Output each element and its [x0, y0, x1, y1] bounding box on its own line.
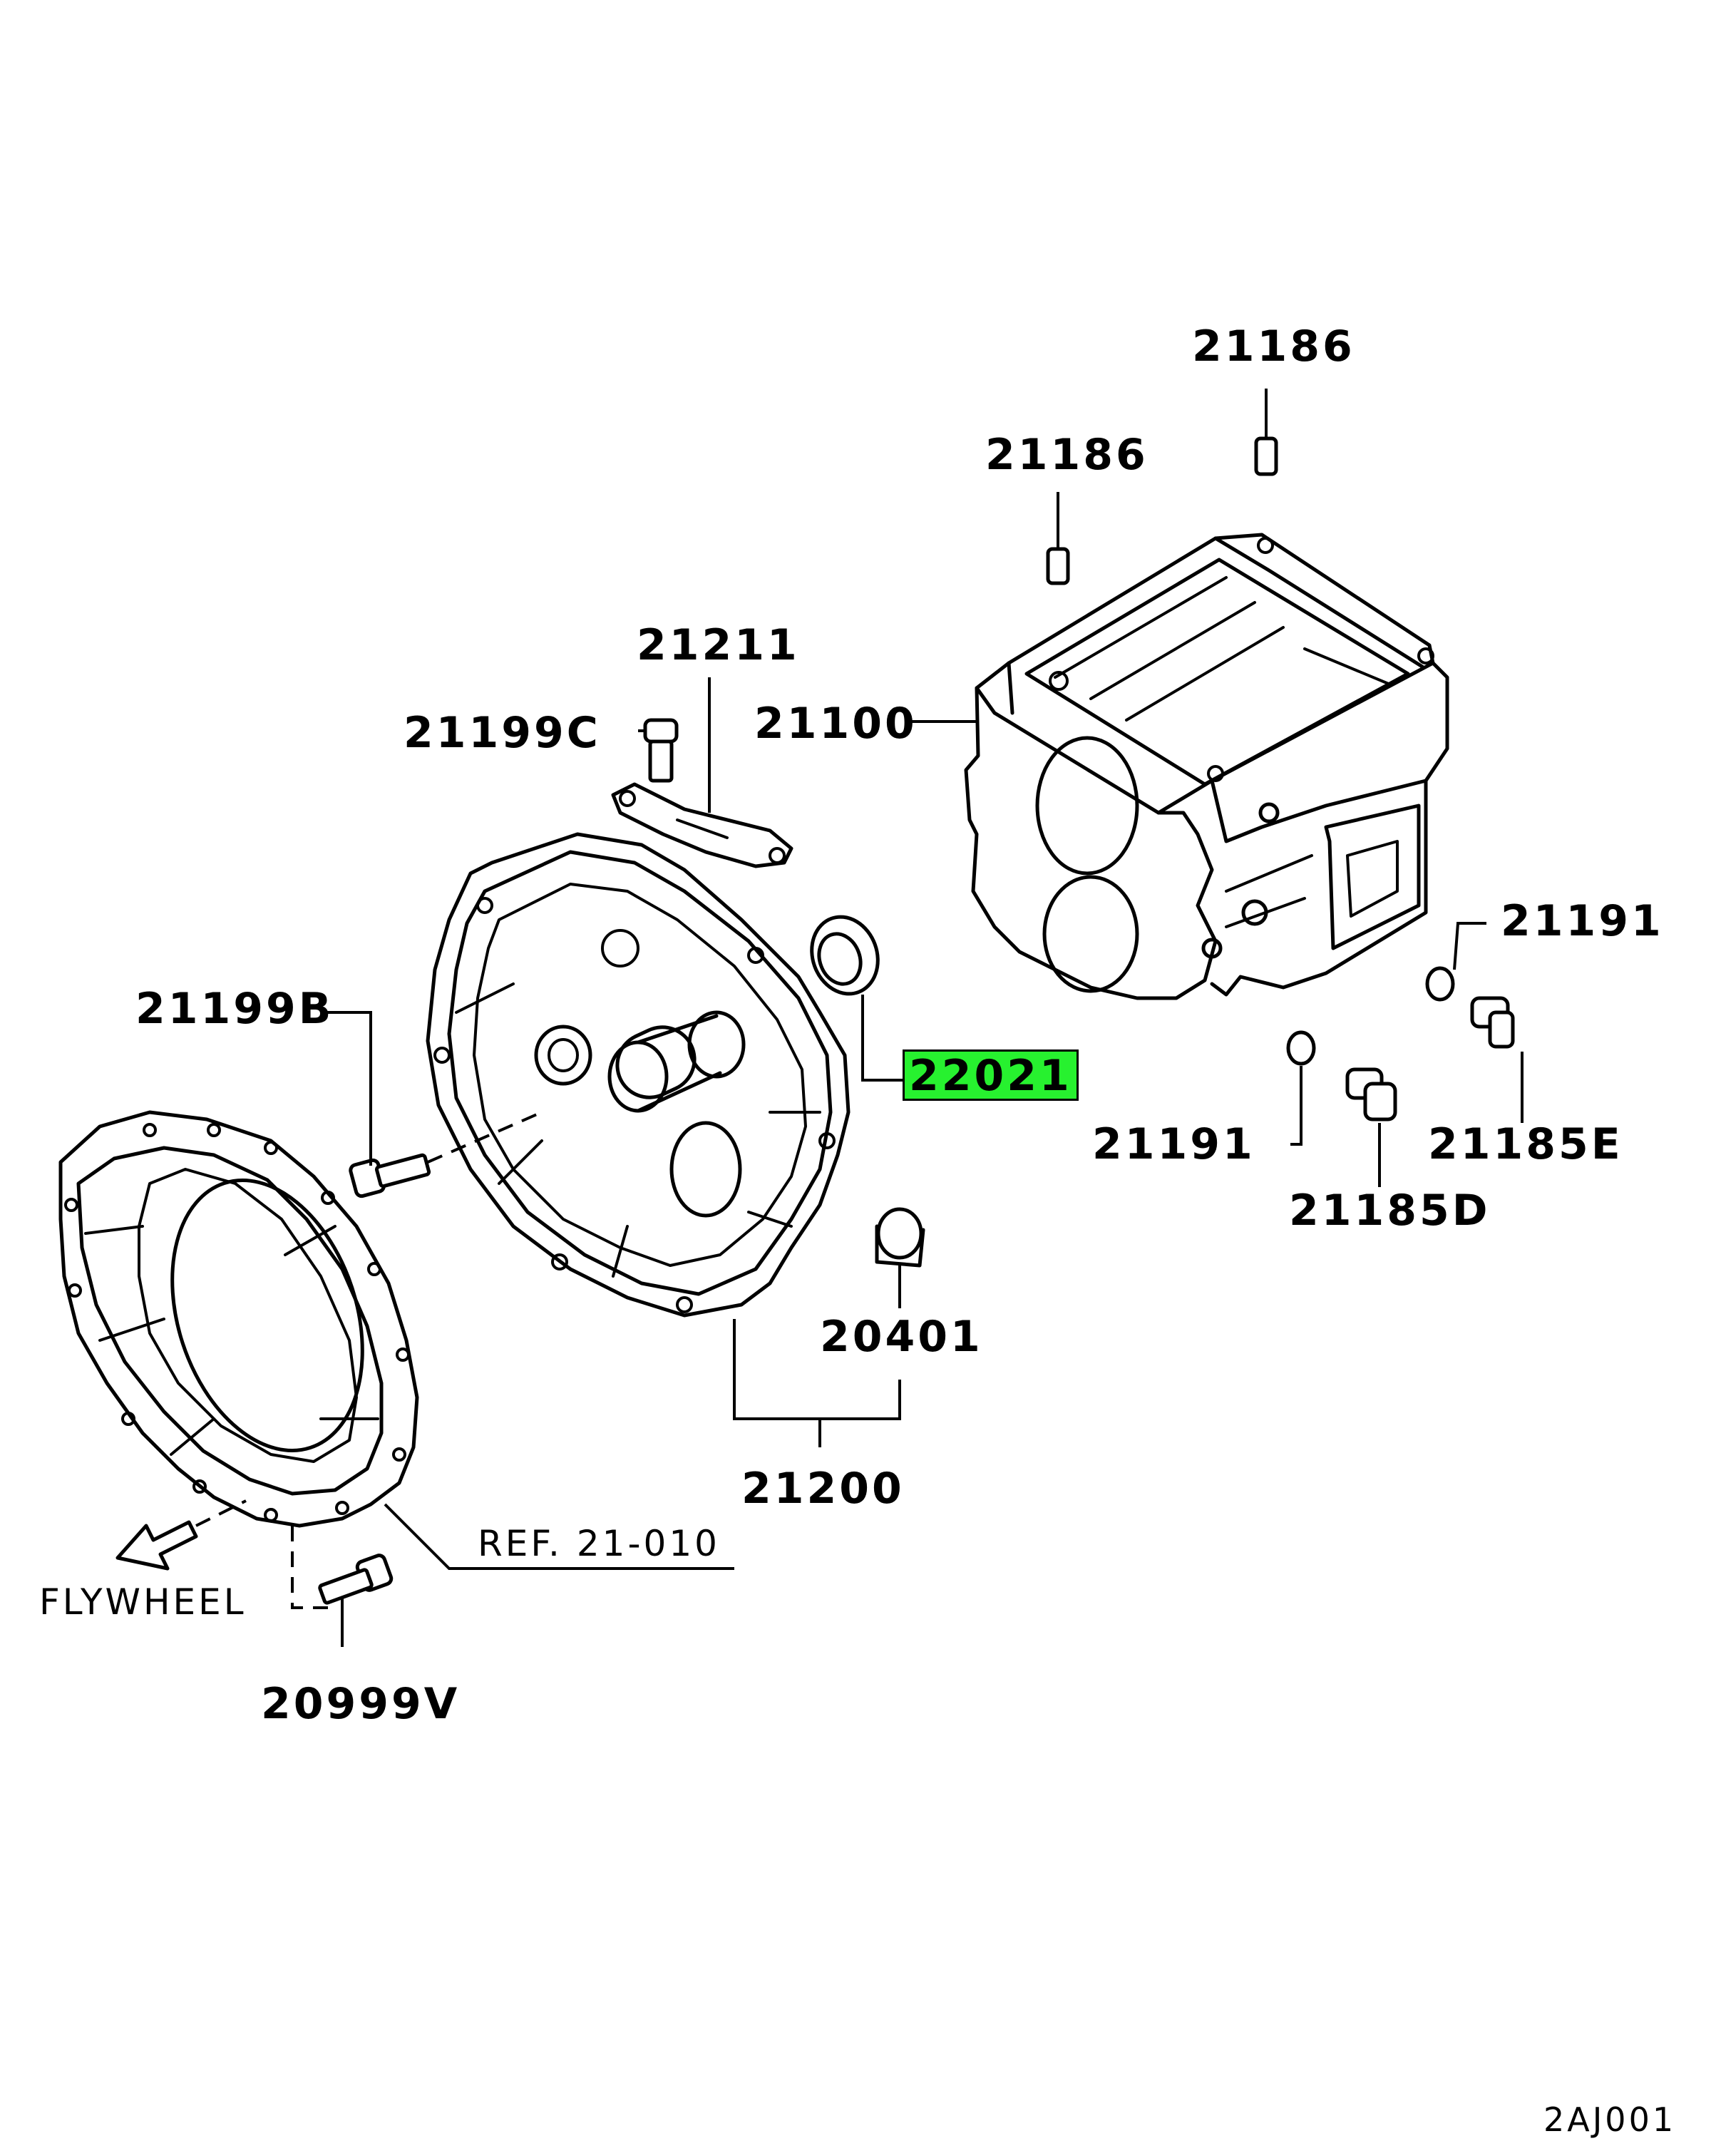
- part-label-21191-right[interactable]: 21191: [1501, 896, 1664, 946]
- bolt-21199b[interactable]: [349, 1111, 543, 1198]
- washer-21191-low[interactable]: [1286, 1030, 1316, 1066]
- transmission-case-21100[interactable]: [964, 533, 1449, 1000]
- leader-lines: [291, 389, 1524, 1647]
- bolt-20999v[interactable]: [318, 1554, 394, 1605]
- part-label-21186-top[interactable]: 21186: [1192, 322, 1355, 371]
- part-label-20401[interactable]: 20401: [820, 1312, 983, 1362]
- part-label-21186-mid[interactable]: 21186: [985, 430, 1149, 480]
- part-label-21200[interactable]: 21200: [741, 1464, 905, 1514]
- bolt-21199c[interactable]: [643, 718, 679, 783]
- plug-21185e[interactable]: [1470, 996, 1515, 1049]
- flywheel-arrow-icon: [115, 1499, 247, 1571]
- bushing-20401[interactable]: [875, 1207, 925, 1268]
- part-label-21185e[interactable]: 21185E: [1428, 1119, 1623, 1169]
- part-label-21199b[interactable]: 21199B: [135, 984, 334, 1034]
- part-label-20999v[interactable]: 20999V: [261, 1679, 461, 1729]
- dowel-pin-21186-top[interactable]: [1254, 436, 1278, 476]
- part-label-21185d[interactable]: 21185D: [1289, 1186, 1491, 1236]
- ref-label: REF. 21-010: [478, 1523, 720, 1564]
- diagram-code: 2AJ001: [1543, 2100, 1677, 2139]
- part-label-21100[interactable]: 21100: [754, 699, 918, 749]
- bracket-21211[interactable]: [611, 782, 793, 868]
- dowel-pin-21186-mid[interactable]: [1046, 547, 1070, 585]
- part-label-22021-highlighted[interactable]: 22021: [903, 1049, 1079, 1101]
- plug-21185d[interactable]: [1345, 1067, 1397, 1121]
- part-label-21191-low[interactable]: 21191: [1092, 1119, 1255, 1169]
- part-label-21199c[interactable]: 21199C: [404, 708, 601, 758]
- part-label-21211[interactable]: 21211: [637, 620, 800, 670]
- clutch-housing-21200[interactable]: [426, 832, 851, 1318]
- clutch-cover-ref: [58, 1110, 419, 1528]
- flywheel-label: FLYWHEEL: [39, 1581, 247, 1623]
- oil-seal-22021[interactable]: [801, 908, 888, 1003]
- washer-21191-right[interactable]: [1425, 966, 1455, 1002]
